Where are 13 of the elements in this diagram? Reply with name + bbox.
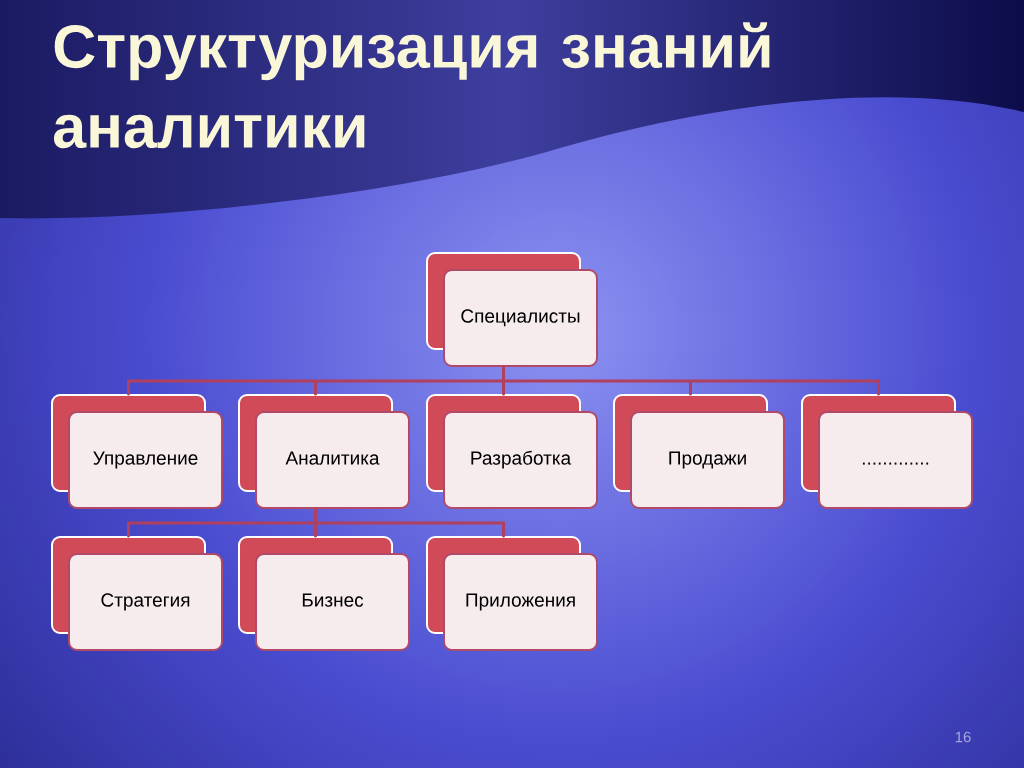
- stacked-box: Бизнес: [238, 536, 410, 651]
- stacked-box: .............: [801, 394, 973, 509]
- title: Структуризация знаний аналитики: [54, 22, 770, 149]
- stacked-box: Разработка: [426, 394, 598, 509]
- connector-line: [127, 507, 505, 538]
- connector-line: [127, 365, 880, 396]
- stacked-box: Приложения: [426, 536, 598, 651]
- stacked-box: Аналитика: [238, 394, 410, 509]
- stacked-box: Продажи: [613, 394, 785, 509]
- stacked-box: Стратегия: [51, 536, 223, 651]
- stacked-box: Специалисты: [426, 252, 598, 367]
- stacked-box: Управление: [51, 394, 223, 509]
- page-number: 16: [955, 731, 971, 743]
